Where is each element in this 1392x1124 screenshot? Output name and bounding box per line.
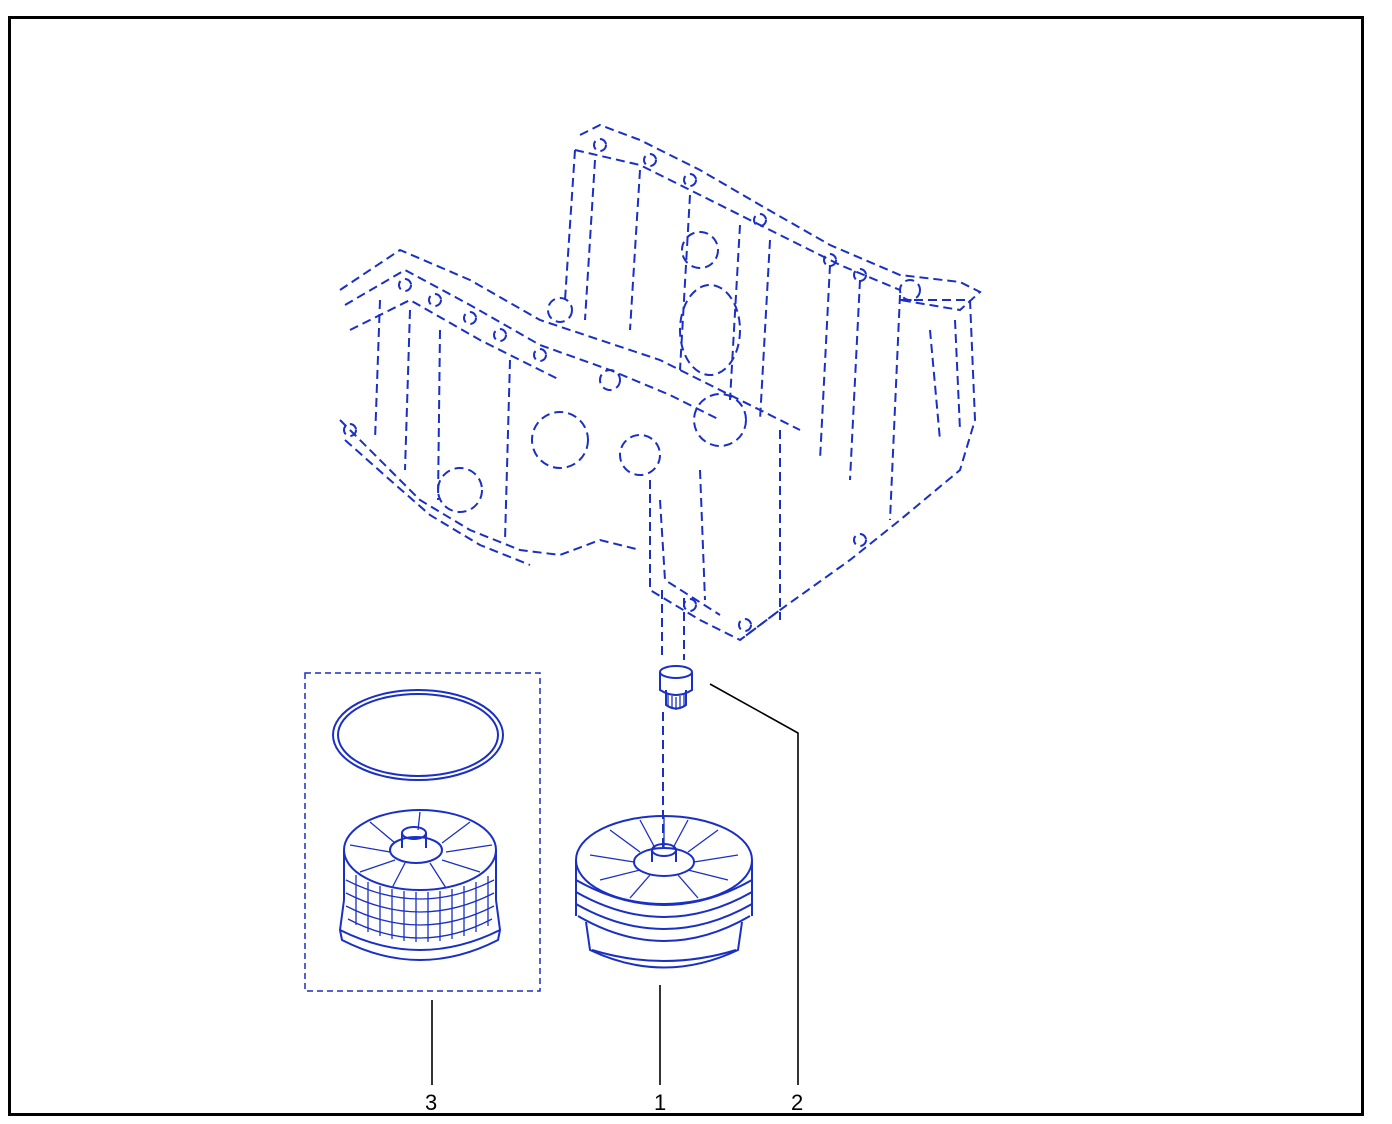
leader-lines bbox=[431, 683, 799, 1085]
part-2-plug bbox=[659, 665, 693, 850]
callout-1: 1 bbox=[654, 1090, 667, 1115]
leader-2 bbox=[709, 683, 799, 1085]
part-3-filter-kit bbox=[304, 672, 541, 992]
engine-block-phantom bbox=[339, 123, 982, 660]
diagram-frame bbox=[8, 16, 1364, 1116]
callout-3: 3 bbox=[425, 1090, 438, 1115]
callout-2: 2 bbox=[791, 1090, 804, 1115]
part-1-filter-cap bbox=[575, 815, 753, 969]
